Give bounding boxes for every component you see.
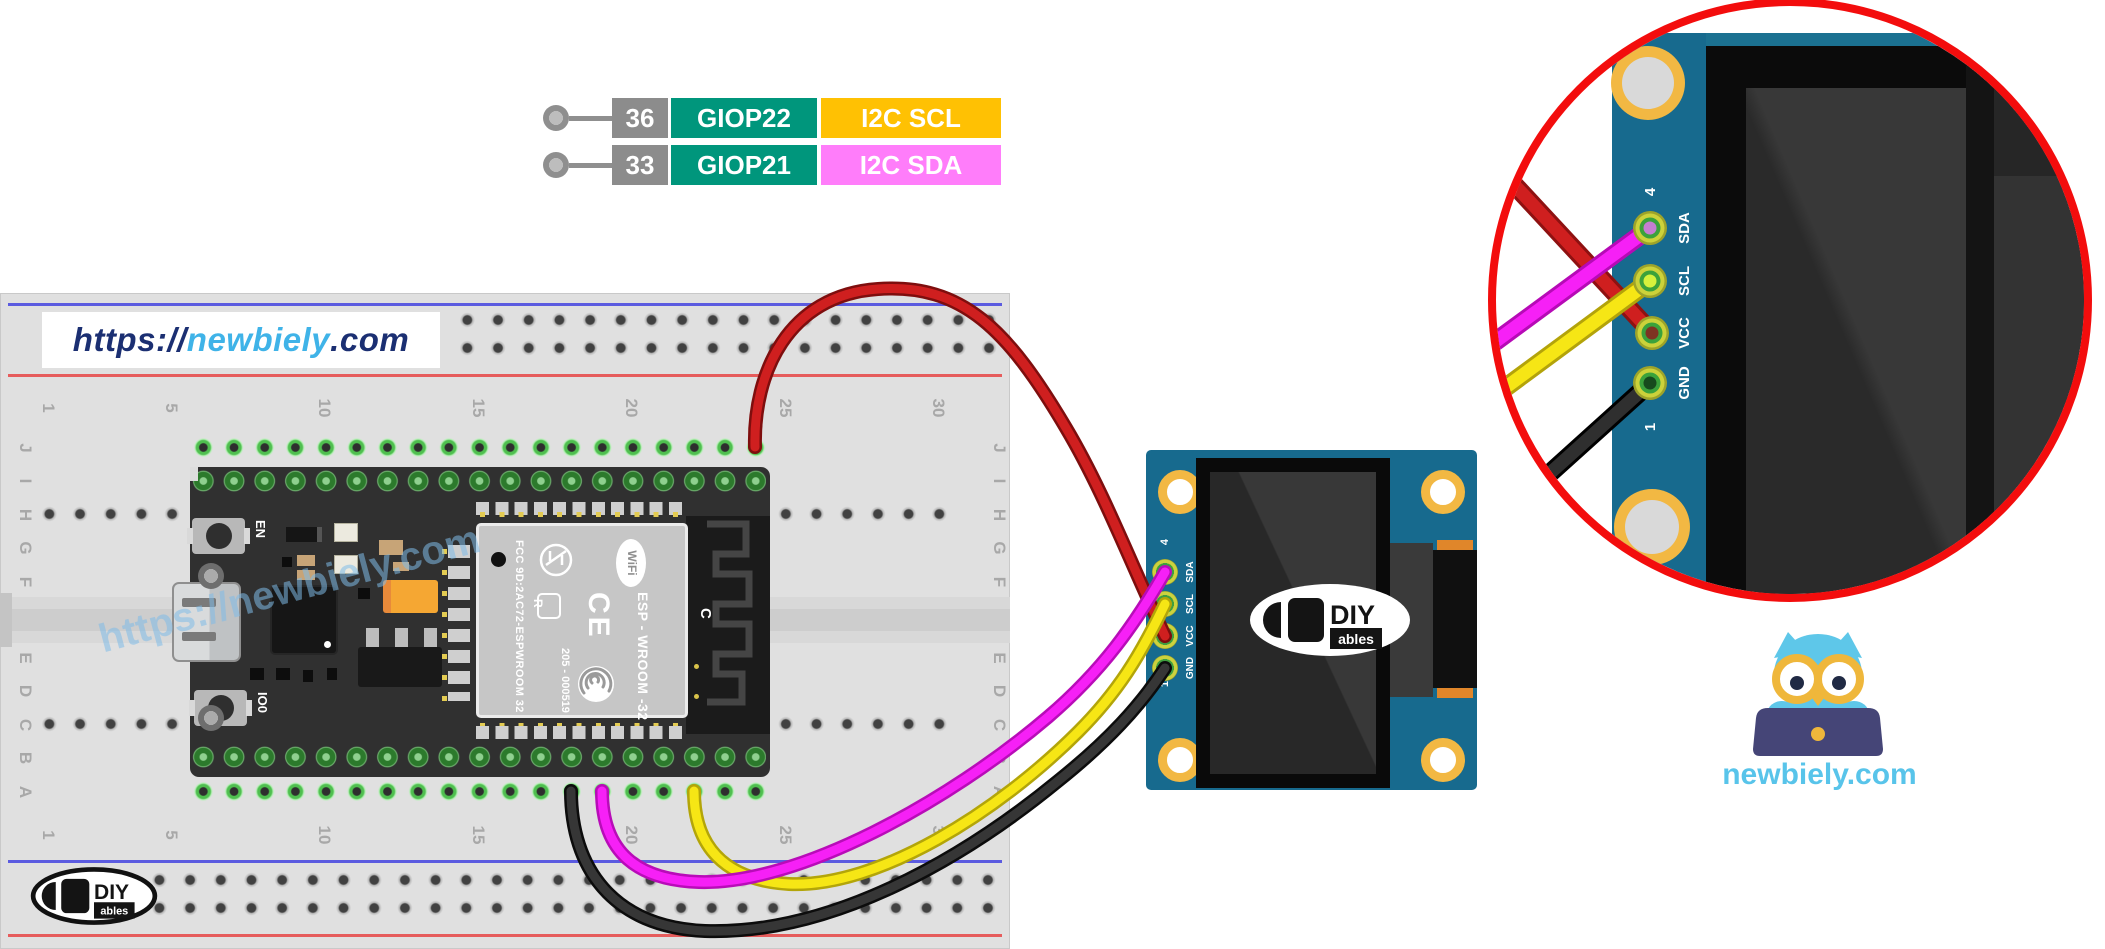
en-button[interactable] bbox=[187, 518, 245, 554]
diyables-speaker-icon bbox=[1263, 602, 1281, 638]
inset-pin-label: GND bbox=[1676, 366, 1693, 400]
mounting-hole-icon bbox=[1421, 738, 1465, 782]
side-pads bbox=[448, 545, 470, 701]
module-pads-gold bbox=[476, 512, 688, 517]
capacitor bbox=[383, 580, 438, 613]
power-rail-line-red bbox=[8, 374, 1002, 377]
newbiely-owl-logo bbox=[1753, 632, 1883, 756]
flex-connector bbox=[1433, 550, 1477, 688]
inset-pin-label: SCL bbox=[1676, 266, 1693, 296]
url-name: newbiely bbox=[186, 321, 331, 358]
smd-part bbox=[190, 467, 198, 481]
pin-number-badge: 33 bbox=[612, 145, 668, 185]
gpio-badge: GIOP22 bbox=[671, 98, 817, 138]
diyables-speaker-icon bbox=[41, 881, 56, 911]
flex-connector-tab bbox=[1437, 540, 1473, 550]
wire-end-dot-icon bbox=[543, 152, 569, 178]
smd-resistor bbox=[393, 562, 409, 571]
owl-beak-icon bbox=[1812, 690, 1824, 706]
smd-led bbox=[334, 555, 358, 574]
cert-icon bbox=[539, 543, 573, 577]
module-dot-icon bbox=[491, 552, 506, 567]
voltage-regulator bbox=[358, 647, 442, 687]
inset-band-divider bbox=[1966, 46, 1994, 594]
chip-dot-icon bbox=[324, 641, 331, 648]
inset-pin-label: VCC bbox=[1676, 317, 1693, 349]
ables-text: ables bbox=[100, 906, 128, 918]
pin-map-row-scl: 36 GIOP22 I2C SCL bbox=[543, 98, 1001, 138]
url-prefix: https:// bbox=[72, 321, 187, 358]
smd-part bbox=[327, 668, 337, 680]
flex-connector-tab bbox=[1437, 688, 1473, 698]
magnifier-ring-icon bbox=[1488, 0, 2092, 602]
diyables-logo: DIY ables bbox=[1250, 584, 1410, 656]
module-pads-top bbox=[476, 502, 688, 515]
newbiely-site-text: newbiely.com bbox=[1722, 758, 1917, 791]
usb-screw-icon bbox=[198, 705, 224, 731]
function-badge-scl: I2C SCL bbox=[821, 98, 1001, 138]
diyables-logo-small: DIY ables bbox=[30, 867, 158, 925]
wire-stem bbox=[569, 115, 612, 121]
channel-notch bbox=[0, 593, 12, 647]
url-suffix: .com bbox=[330, 321, 410, 358]
diy-text: DIY bbox=[94, 881, 129, 904]
inset-display-panel bbox=[1746, 88, 1966, 594]
inset-pin-sda[interactable] bbox=[1643, 221, 1657, 235]
inset-side-band-dark bbox=[1994, 46, 2084, 176]
inset-sda-wire bbox=[1496, 221, 1657, 357]
regulator-leg bbox=[366, 628, 379, 648]
smd-resistor bbox=[379, 540, 403, 555]
power-rail-line-blue bbox=[8, 303, 1002, 306]
url-label: https://newbiely.com bbox=[42, 312, 440, 368]
inset-pin-number-bottom: 1 bbox=[1642, 423, 1659, 431]
gpio-badge: GIOP21 bbox=[671, 145, 817, 185]
smd-led bbox=[334, 523, 358, 542]
smd-resistor bbox=[297, 570, 315, 580]
inset-pin-vcc[interactable] bbox=[1645, 326, 1659, 340]
pin-number-badge: 36 bbox=[612, 98, 668, 138]
inset-scl-wire bbox=[1496, 274, 1657, 403]
oled-module: 4 SDA SCL VCC GND 1 DIY ables bbox=[1146, 450, 1477, 790]
pin-map-row-sda: 33 GIOP21 I2C SDA bbox=[543, 145, 1001, 185]
green-row-j bbox=[188, 435, 771, 460]
inset-gnd-wire bbox=[1531, 376, 1657, 491]
function-badge-sda: I2C SDA bbox=[821, 145, 1001, 185]
usb-screw-icon bbox=[198, 563, 224, 589]
smd-part bbox=[303, 670, 313, 682]
smd-part bbox=[250, 668, 264, 680]
inset-pin-gnd[interactable] bbox=[1643, 376, 1657, 390]
smd-part bbox=[276, 668, 290, 680]
inset-pin-number-top: 4 bbox=[1642, 187, 1659, 196]
mounting-hole-icon bbox=[1421, 470, 1465, 514]
diode bbox=[286, 527, 322, 542]
regulator-leg bbox=[395, 628, 408, 648]
inset-pin-scl[interactable] bbox=[1643, 274, 1657, 288]
ables-text: ables bbox=[1338, 631, 1374, 647]
smd-resistor bbox=[297, 555, 315, 566]
smd-part bbox=[282, 557, 292, 567]
inset-pins bbox=[1633, 211, 1669, 400]
esp32-pin-row-top bbox=[188, 470, 766, 492]
wire-end-dot-icon bbox=[543, 105, 569, 131]
power-rail-line-blue bbox=[8, 860, 1002, 863]
side-pads-gold bbox=[442, 545, 447, 701]
laptop-logo-dot bbox=[1811, 727, 1825, 741]
smd-part bbox=[358, 588, 370, 599]
micro-usb-port[interactable] bbox=[172, 582, 241, 662]
diy-text: DIY bbox=[1330, 600, 1375, 630]
power-rail-line-red bbox=[8, 934, 1002, 937]
inset-pin-label: SDA bbox=[1676, 212, 1693, 244]
wire-stem bbox=[569, 162, 612, 168]
regulator-leg bbox=[424, 628, 437, 648]
